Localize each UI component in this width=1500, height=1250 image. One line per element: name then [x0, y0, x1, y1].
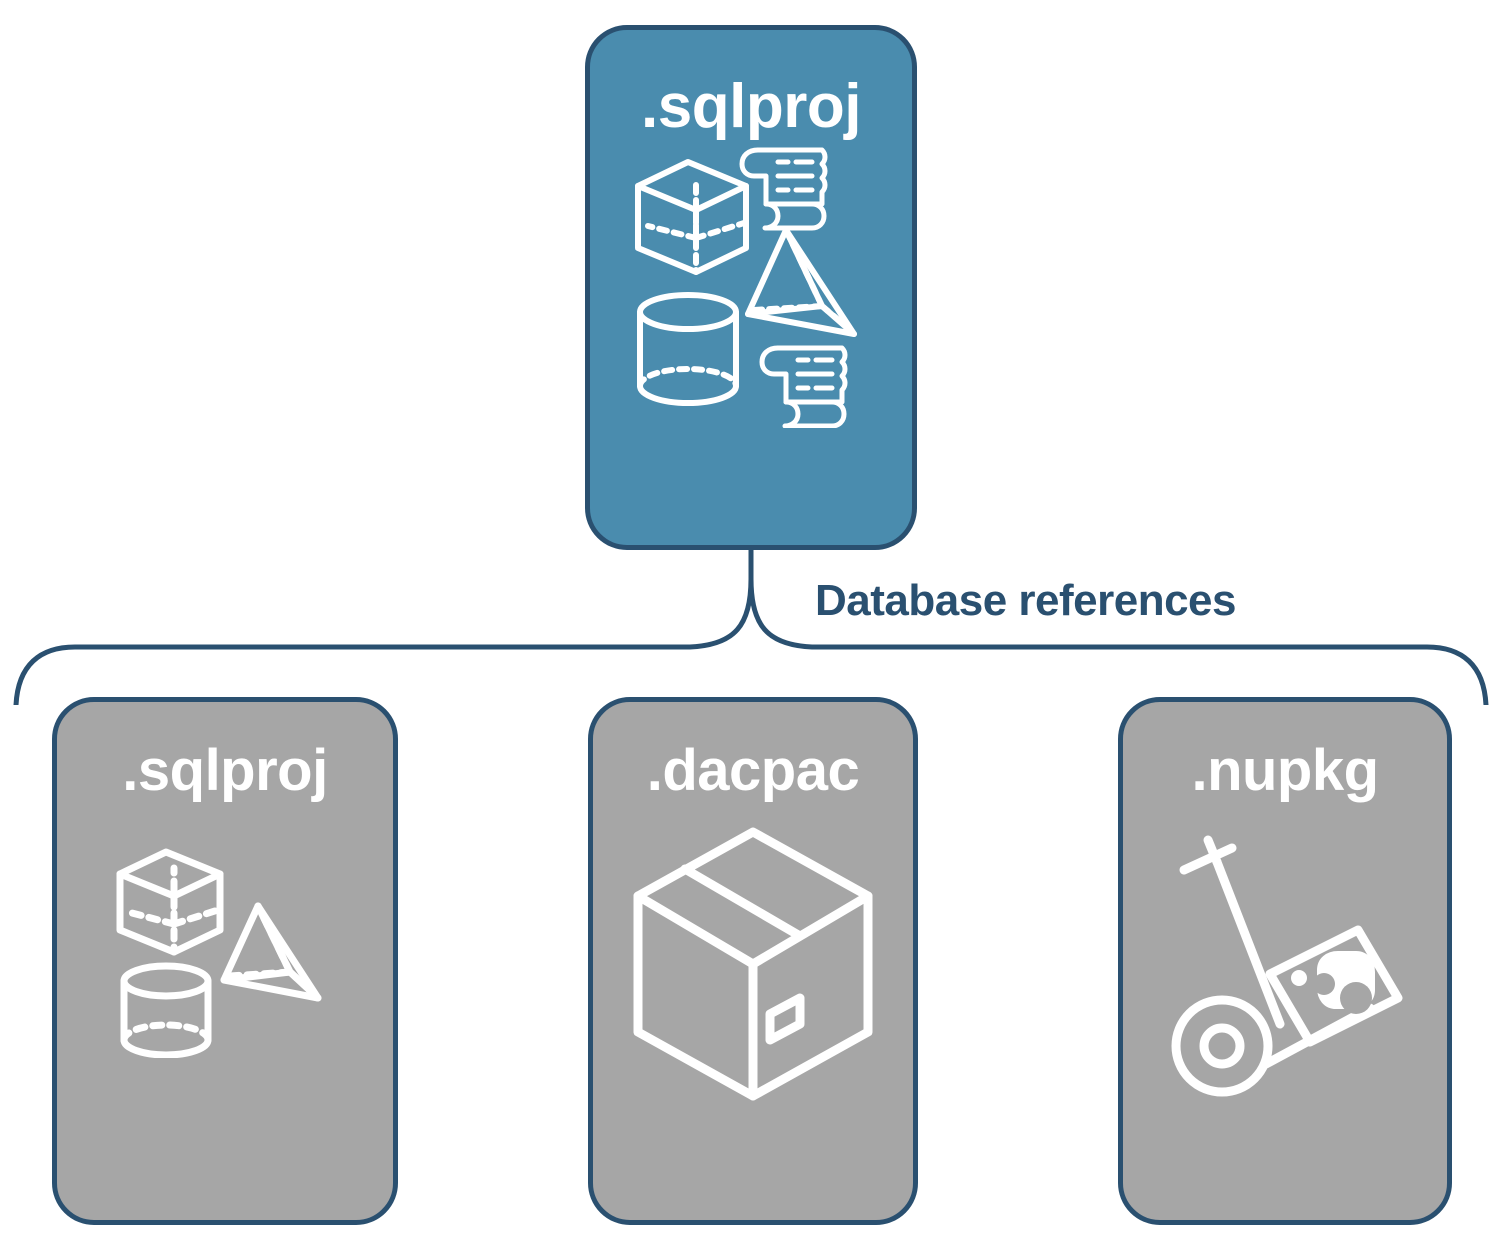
- node-artwork: [1160, 834, 1410, 1109]
- pyramid-icon: [745, 227, 857, 337]
- scroll-icon: [759, 345, 848, 429]
- node-dacpac-reference[interactable]: .dacpac: [588, 697, 918, 1225]
- cube-icon: [635, 159, 749, 275]
- node-nupkg-reference[interactable]: .nupkg: [1118, 697, 1452, 1225]
- node-artwork: [626, 138, 876, 433]
- pyramid-icon: [220, 902, 322, 1002]
- nuget-package-icon: [1265, 925, 1403, 1047]
- package-box-icon: [633, 827, 873, 1101]
- node-artwork: [110, 848, 340, 1063]
- scroll-icon: [739, 147, 828, 231]
- node-title: .sqlproj: [641, 72, 861, 141]
- node-sqlproj-reference[interactable]: .sqlproj: [52, 697, 398, 1225]
- node-title: .nupkg: [1191, 738, 1379, 803]
- node-sqlproj-project[interactable]: .sqlproj: [585, 25, 917, 550]
- node-title: .sqlproj: [122, 738, 328, 803]
- database-references-bracket: [13, 545, 1489, 705]
- bracket-left-arm: [13, 576, 754, 705]
- cube-icon: [116, 848, 224, 956]
- node-artwork: [628, 824, 878, 1109]
- cylinder-icon: [637, 292, 739, 406]
- connector-label: Database references: [815, 576, 1236, 625]
- node-title: .dacpac: [646, 738, 860, 803]
- bracket-right-arm: [748, 576, 1489, 705]
- cylinder-icon: [120, 962, 212, 1059]
